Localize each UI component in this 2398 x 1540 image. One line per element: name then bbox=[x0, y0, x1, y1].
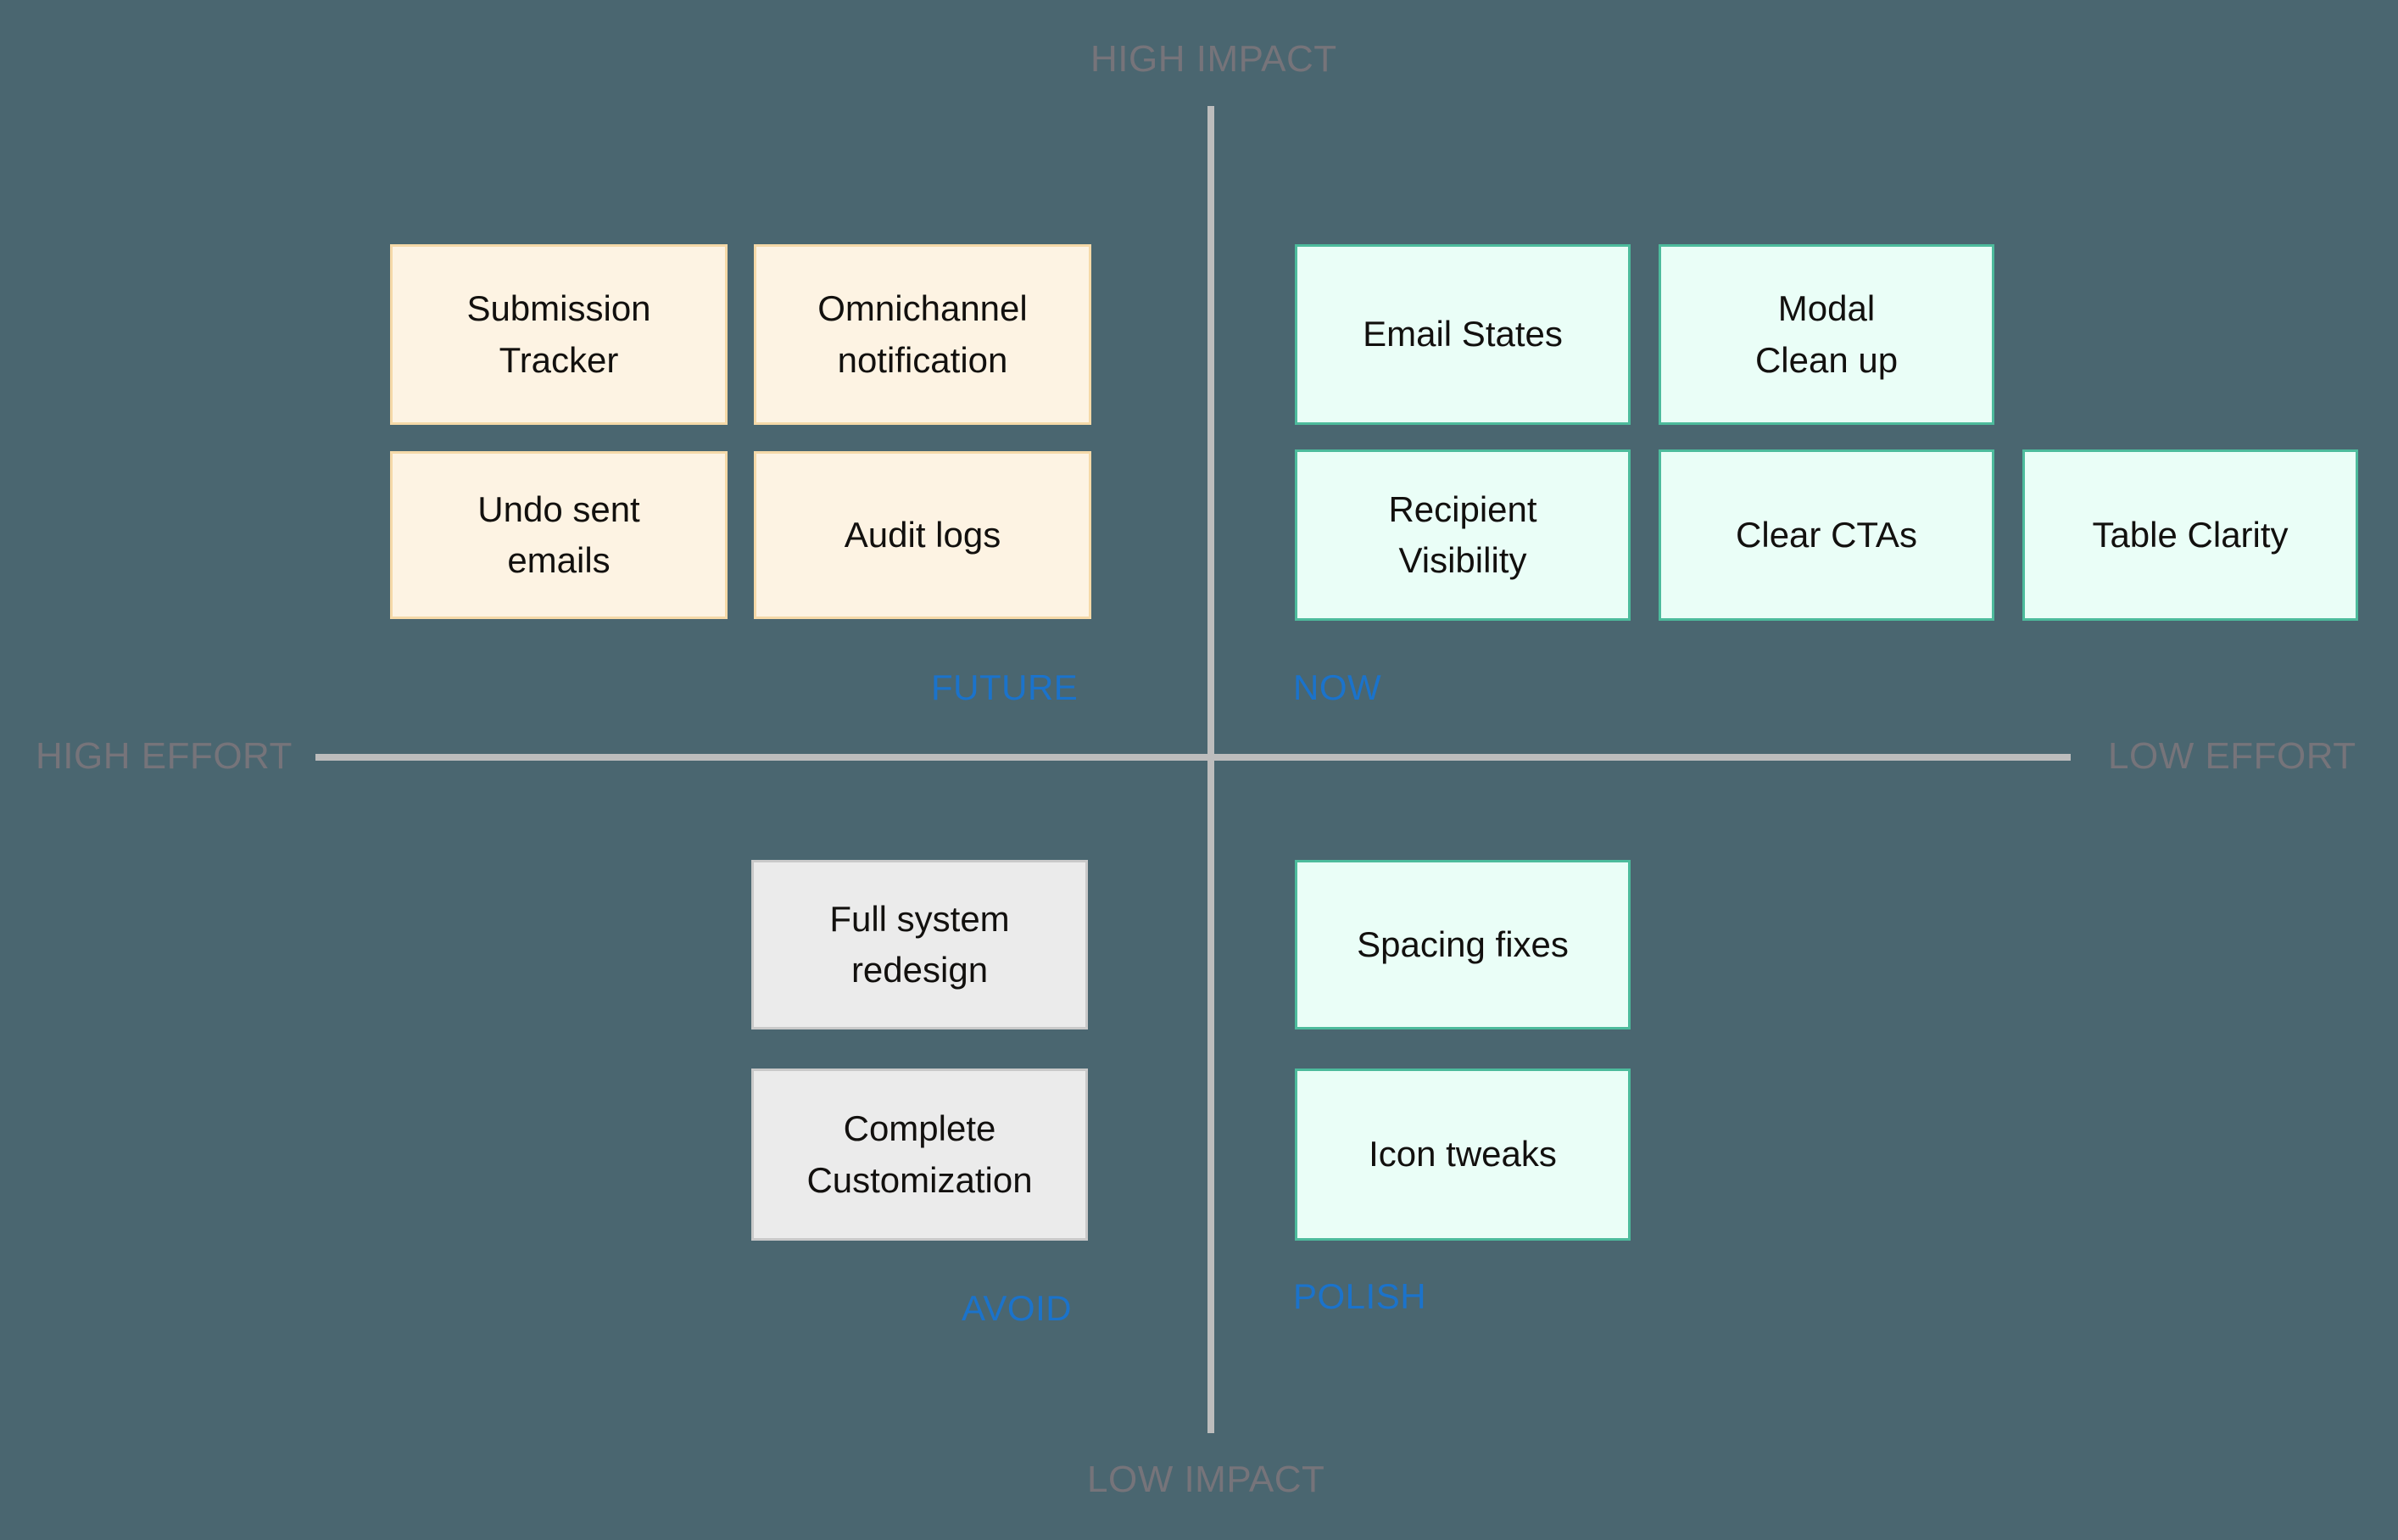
axis-label-low-effort: LOW EFFORT bbox=[2108, 735, 2356, 777]
axis-label-high-impact: HIGH IMPACT bbox=[1090, 38, 1337, 80]
card-clear-ctas[interactable]: Clear CTAs bbox=[1659, 449, 1994, 621]
card-email-states[interactable]: Email States bbox=[1295, 244, 1631, 425]
card-audit-logs[interactable]: Audit logs bbox=[754, 451, 1091, 619]
axis-label-low-impact: LOW IMPACT bbox=[1087, 1459, 1325, 1500]
card-submission-tracker[interactable]: Submission Tracker bbox=[390, 244, 728, 425]
impact-axis-line bbox=[1207, 106, 1214, 1433]
card-undo-sent-emails[interactable]: Undo sent emails bbox=[390, 451, 728, 619]
card-spacing-fixes[interactable]: Spacing fixes bbox=[1295, 860, 1631, 1029]
card-omnichannel-notification[interactable]: Omnichannel notification bbox=[754, 244, 1091, 425]
quadrant-label-now: NOW bbox=[1293, 667, 1382, 707]
card-full-system-redesign[interactable]: Full system redesign bbox=[751, 860, 1088, 1029]
axis-label-high-effort: HIGH EFFORT bbox=[36, 735, 293, 777]
card-icon-tweaks[interactable]: Icon tweaks bbox=[1295, 1069, 1631, 1241]
quadrant-label-polish: POLISH bbox=[1293, 1276, 1427, 1316]
quadrant-label-future: FUTURE bbox=[931, 667, 1079, 707]
quadrant-label-avoid: AVOID bbox=[962, 1288, 1073, 1328]
card-complete-customization[interactable]: Complete Customization bbox=[751, 1069, 1088, 1241]
effort-axis-line bbox=[315, 754, 2071, 761]
card-modal-clean-up[interactable]: Modal Clean up bbox=[1659, 244, 1994, 425]
card-table-clarity[interactable]: Table Clarity bbox=[2022, 449, 2358, 621]
card-recipient-visibility[interactable]: Recipient Visibility bbox=[1295, 449, 1631, 621]
